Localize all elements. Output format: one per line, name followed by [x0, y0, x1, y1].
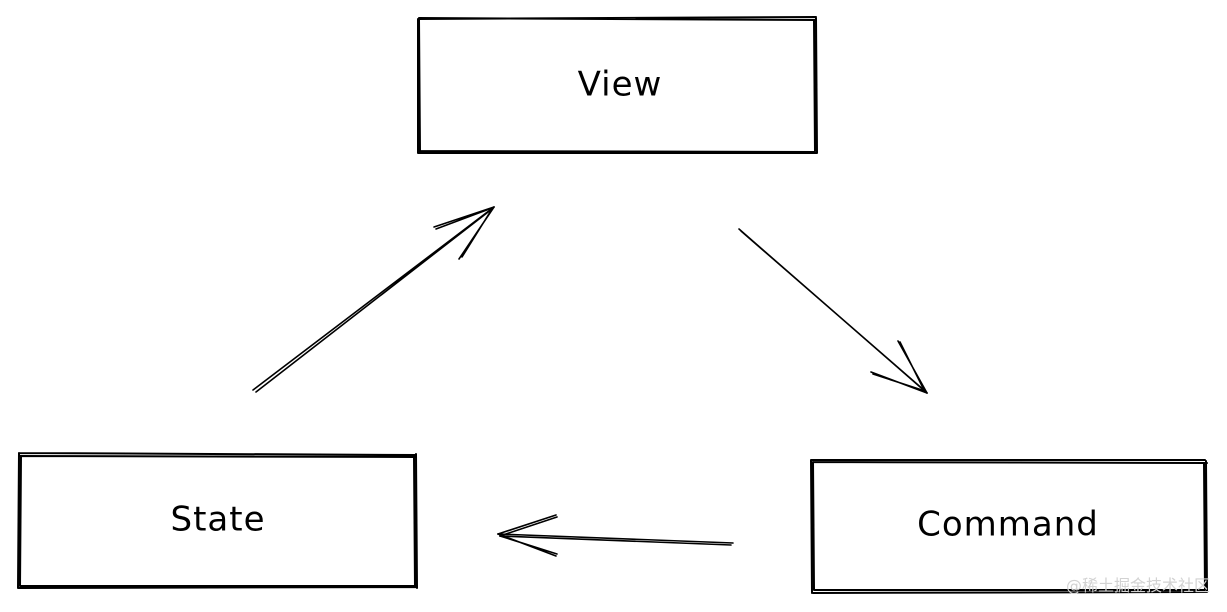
watermark-text: @稀土掘金技术社区: [1066, 576, 1210, 595]
view-node: View: [417, 16, 818, 154]
command-label: Command: [917, 505, 1099, 545]
view-label: View: [578, 65, 663, 105]
command-node: Command: [810, 459, 1208, 594]
arrow-command-to-state: [497, 514, 734, 557]
arrow-view-to-command: [738, 228, 928, 394]
arrow-state-to-view: [252, 206, 495, 393]
state-label: State: [171, 500, 266, 540]
state-node: State: [17, 452, 418, 589]
